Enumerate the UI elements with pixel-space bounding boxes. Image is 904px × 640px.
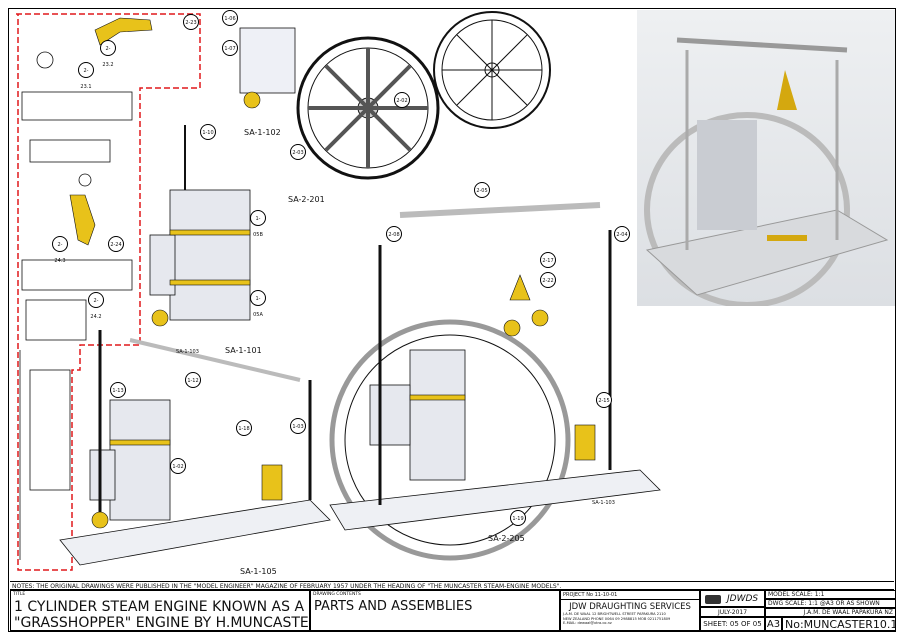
3d-render-image — [637, 10, 895, 306]
sheet-border — [8, 8, 896, 632]
part-callout: 2-23 — [183, 14, 199, 30]
part-callout: 2-03 — [290, 144, 306, 160]
date: JULY-2017 — [700, 607, 765, 617]
part-callout: 1-19 — [510, 510, 526, 526]
parts-boundary — [16, 13, 201, 571]
title-cell: TITLE 1 CYLINDER STEAM ENGINE KNOWN AS A… — [10, 590, 310, 631]
assembly-label: SA-1-103 — [176, 349, 199, 355]
logo-cell: JDWDS — [700, 590, 765, 607]
part-callout: 2-24.2 — [88, 292, 104, 320]
title-caption: TITLE — [13, 592, 26, 597]
brass-fittings — [91, 91, 596, 529]
part-callout: 2-23.1 — [78, 62, 94, 90]
paper-size: A3 — [765, 617, 782, 631]
part-callout: 2-08 — [386, 226, 402, 242]
email-line: E-MAIL: dewaal@xtra.co.nz — [563, 621, 612, 625]
project-number: PROJECT No 11-10-01 — [561, 591, 699, 600]
model-scale: MODEL SCALE: 1:1 — [765, 590, 896, 599]
part-callout: 2-05 — [474, 182, 490, 198]
part-callout: 2-22 — [540, 272, 556, 288]
logo-icon — [705, 595, 721, 604]
part-callout: 1-07 — [222, 40, 238, 56]
assembly-label: SA-1-101 — [225, 346, 262, 355]
contents-cell: DRAWING CONTENTS PARTS AND ASSEMBLIES — [310, 590, 560, 631]
flywheel-large — [296, 36, 440, 180]
part-callout: 2-15 — [596, 392, 612, 408]
part-callout: 1-10 — [200, 124, 216, 140]
assembly-label: SA-1-103 — [592, 500, 615, 506]
part-callout: 2-23.2 — [100, 40, 116, 68]
part-callout: 2-02 — [394, 92, 410, 108]
part-callout: 2-24 — [108, 236, 124, 252]
drawing-contents: PARTS AND ASSEMBLIES — [314, 599, 473, 614]
company-name: JDW DRAUGHTING SERVICES — [569, 602, 691, 612]
part-callout: 1-03 — [290, 418, 306, 434]
title-line-2: "GRASSHOPPER" ENGINE BY H.MUNCASTER. — [14, 615, 310, 631]
brass-parts — [69, 17, 153, 246]
assembly-label: SA-1-105 — [240, 567, 277, 576]
part-callout: 1-05A — [250, 290, 266, 318]
part-callout: 1-18 — [236, 420, 252, 436]
contents-caption: DRAWING CONTENTS — [313, 592, 361, 597]
assembly-label: SA-1-102 — [244, 128, 281, 137]
part-callout: 1-13 — [110, 382, 126, 398]
address-line: NEW ZEALAND PHONE 0064 09 2988815 MOB 02… — [563, 616, 671, 621]
flywheel-front — [433, 11, 551, 129]
part-callout: 2-17 — [540, 252, 556, 268]
assembly-label: SA-2-205 — [488, 534, 525, 543]
title-line-1: 1 CYLINDER STEAM ENGINE KNOWN AS A — [14, 599, 305, 615]
part-callout: 1-02 — [170, 458, 186, 474]
flywheel-assembly — [329, 319, 571, 561]
part-details — [19, 51, 133, 560]
part-callout: 1-12 — [185, 372, 201, 388]
copyright: J.A.M. DE WAAL PAPAKURA NZ — [765, 608, 896, 617]
address-line: J.A.M. DE WAAL 12 BRIGHTWELL STREET PAPA… — [563, 612, 666, 616]
notes-row: NOTES: THE ORIGINAL DRAWINGS WERE PUBLIS… — [10, 581, 894, 590]
part-callout: 1-05B — [250, 210, 266, 238]
engine-components — [59, 27, 661, 566]
part-callout: 2-24.3 — [52, 236, 68, 264]
assembly-label: SA-2-201 — [288, 195, 325, 204]
part-callout: 2-04 — [614, 226, 630, 242]
drawing-title: 1 CYLINDER STEAM ENGINE KNOWN AS A "GRAS… — [14, 599, 310, 631]
part-callout: 1-06 — [222, 10, 238, 26]
sheet-number: SHEET: 05 OF 05 — [700, 617, 765, 631]
drawing-number: No:MUNCASTER10.1-5 — [782, 617, 896, 631]
logo-text: JDWDS — [727, 594, 759, 604]
drawing-scale: DWG SCALE: 1:1 @A3 OR AS SHOWN — [765, 599, 896, 608]
company-cell: PROJECT No 11-10-01 JDW DRAUGHTING SERVI… — [560, 590, 700, 631]
